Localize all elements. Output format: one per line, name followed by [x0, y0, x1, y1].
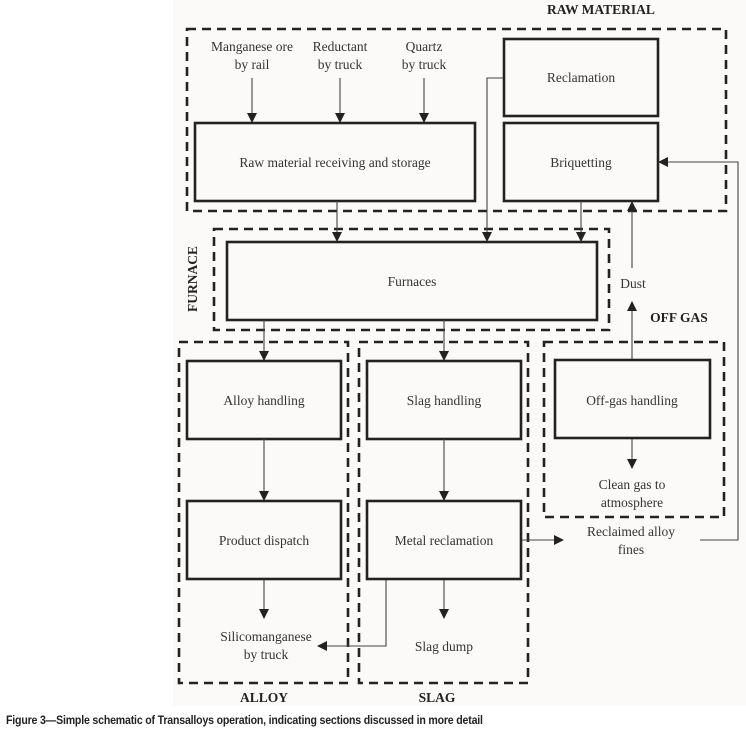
box-reclamation: Reclamation	[502, 37, 660, 118]
arrow-reclamation-to-furnaces	[482, 77, 503, 242]
output-dust: Dust	[620, 276, 646, 291]
svg-text:Raw material receiving and sto: Raw material receiving and storage	[239, 155, 430, 170]
box-metal-reclamation: Metal reclamation	[365, 499, 523, 581]
connectors	[247, 77, 739, 651]
figure-caption: Figure 3—Simple schematic of Transalloys…	[6, 715, 483, 727]
box-off-gas-handling: Off-gas handling	[553, 358, 712, 440]
svg-text:Off-gas handling: Off-gas handling	[586, 393, 678, 408]
svg-text:Furnaces: Furnaces	[388, 274, 437, 289]
svg-text:atmosphere: atmosphere	[601, 495, 663, 510]
svg-text:Quartz: Quartz	[406, 39, 443, 54]
svg-text:Silicomanganese: Silicomanganese	[220, 629, 311, 644]
process-flow-diagram: RAW MATERIAL FURNACE OFF GAS ALLOY SLAG …	[173, 0, 746, 706]
svg-text:Product dispatch: Product dispatch	[219, 533, 310, 548]
svg-text:Reclamation: Reclamation	[547, 70, 615, 85]
box-alloy-handling: Alloy handling	[185, 359, 343, 441]
section-label-furnace: FURNACE	[185, 246, 200, 312]
input-manganese-ore: Manganese ore by rail	[211, 39, 293, 72]
section-label-slag: SLAG	[419, 690, 456, 705]
box-raw-material-storage: Raw material receiving and storage	[193, 121, 477, 203]
section-label-alloy: ALLOY	[240, 690, 288, 705]
box-briquetting: Briquetting	[502, 121, 660, 203]
svg-text:by truck: by truck	[402, 57, 447, 72]
svg-text:by truck: by truck	[244, 647, 289, 662]
input-reductant: Reductant by truck	[313, 39, 368, 72]
output-reclaimed-fines: Reclaimed alloy fines	[587, 524, 675, 557]
svg-text:by rail: by rail	[235, 57, 270, 72]
furnace-section	[212, 227, 611, 332]
svg-text:Clean gas to: Clean gas to	[599, 477, 666, 492]
arrow-metal-reclamation-to-silicomanganese	[317, 580, 387, 651]
svg-text:Slag handling: Slag handling	[407, 393, 482, 408]
svg-text:Reductant: Reductant	[313, 39, 368, 54]
svg-text:Manganese ore: Manganese ore	[211, 39, 293, 54]
output-clean-gas: Clean gas to atmosphere	[599, 477, 666, 510]
output-silicomanganese: Silicomanganese by truck	[220, 629, 311, 662]
input-quartz: Quartz by truck	[402, 39, 447, 72]
svg-text:Alloy handling: Alloy handling	[223, 393, 305, 408]
section-label-raw-material: RAW MATERIAL	[547, 2, 655, 17]
section-label-off-gas: OFF GAS	[650, 310, 708, 325]
box-slag-handling: Slag handling	[365, 359, 523, 441]
diagram-background	[173, 0, 746, 706]
svg-text:fines: fines	[618, 542, 644, 557]
arrow-fines-to-briquetting	[658, 157, 739, 541]
box-product-dispatch: Product dispatch	[185, 499, 343, 581]
output-slag-dump: Slag dump	[415, 639, 473, 654]
svg-text:by truck: by truck	[318, 57, 363, 72]
raw-material-section	[185, 27, 728, 213]
svg-text:Reclaimed alloy: Reclaimed alloy	[587, 524, 675, 539]
svg-text:Metal reclamation: Metal reclamation	[395, 533, 494, 548]
off-gas-section	[542, 340, 726, 519]
svg-text:Briquetting: Briquetting	[550, 155, 612, 170]
box-furnaces: Furnaces	[225, 240, 599, 322]
